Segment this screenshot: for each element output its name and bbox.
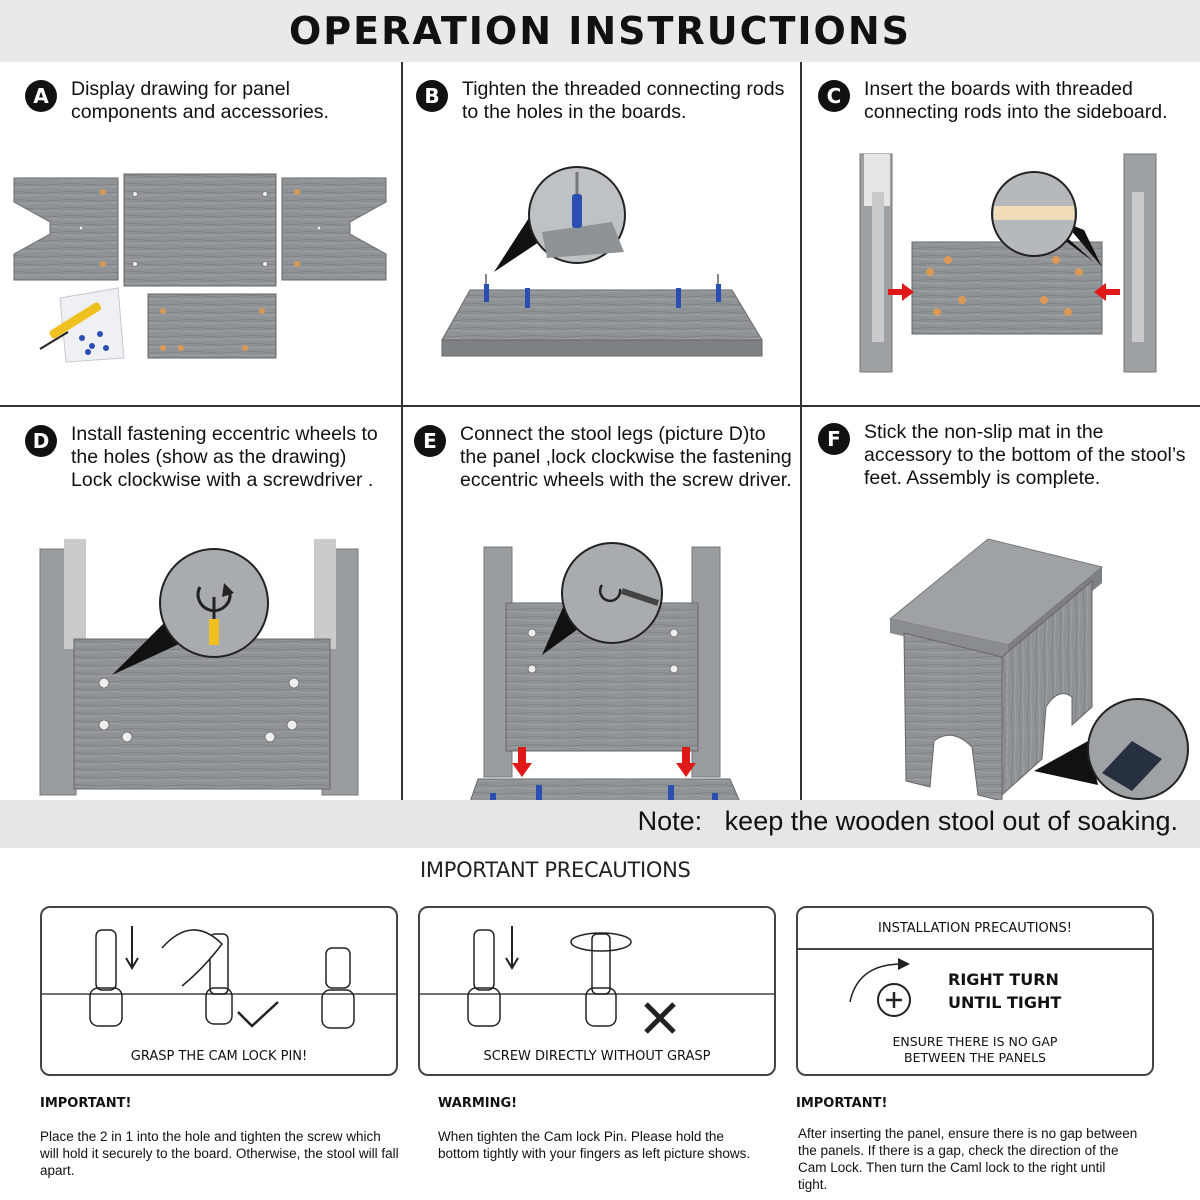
finished-stool-illustration	[802, 407, 1200, 800]
no-gap-line: BETWEEN THE PANELS	[798, 1050, 1152, 1066]
eccentric-wheel-illustration	[0, 407, 400, 800]
until-tight-label: UNTIL TIGHT	[948, 993, 1061, 1012]
step-e: E Connect the stool legs (picture D)to t…	[402, 407, 802, 752]
important-text: After inserting the panel, ensure there …	[798, 1125, 1138, 1193]
right-turn-label: RIGHT TURN	[948, 970, 1059, 989]
step-b: B Tighten the threaded connecting rods t…	[402, 62, 802, 407]
important-label: IMPORTANT!	[796, 1096, 887, 1111]
note-text: Note: keep the wooden stool out of soaki…	[638, 806, 1178, 837]
no-gap-line: ENSURE THERE IS NO GAP	[798, 1034, 1152, 1050]
page-title: OPERATION INSTRUCTIONS	[289, 9, 911, 53]
caption: SCREW DIRECTLY WITHOUT GRASP	[420, 1049, 774, 1064]
cross-icon	[646, 1004, 674, 1032]
panel-components-illustration	[0, 62, 400, 407]
precaution-box-screw: SCREW DIRECTLY WITHOUT GRASP	[418, 906, 776, 1076]
step-a: A Display drawing for panel components a…	[0, 62, 400, 407]
title-bar: OPERATION INSTRUCTIONS	[0, 0, 1200, 62]
precaution-box-grasp: GRASP THE CAM LOCK PIN!	[40, 906, 398, 1076]
steps-grid: A Display drawing for panel components a…	[0, 62, 1200, 800]
caption: GRASP THE CAM LOCK PIN!	[42, 1049, 396, 1064]
step-c: C Insert the boards with threaded connec…	[802, 62, 1200, 407]
precaution-box-installation: INSTALLATION PRECAUTIONS! RIGHT TURN UNT…	[796, 906, 1154, 1076]
step-f: F Stick the non-slip mat in the accessor…	[802, 407, 1200, 752]
connect-legs-illustration	[402, 407, 802, 800]
step-d: D Install fastening eccentric wheels to …	[0, 407, 400, 752]
hardware-bag-icon	[40, 288, 124, 362]
important-label: IMPORTANT!	[40, 1096, 131, 1111]
insert-boards-illustration	[802, 62, 1200, 407]
warming-label: WARMING!	[438, 1096, 517, 1111]
board-with-rods-illustration	[402, 62, 802, 407]
important-text: Place the 2 in 1 into the hole and tight…	[40, 1128, 400, 1179]
plus-icon	[886, 992, 902, 1008]
precautions-title: IMPORTANT PRECAUTIONS	[420, 858, 691, 882]
warming-text: When tighten the Cam lock Pin. Please ho…	[438, 1128, 758, 1162]
